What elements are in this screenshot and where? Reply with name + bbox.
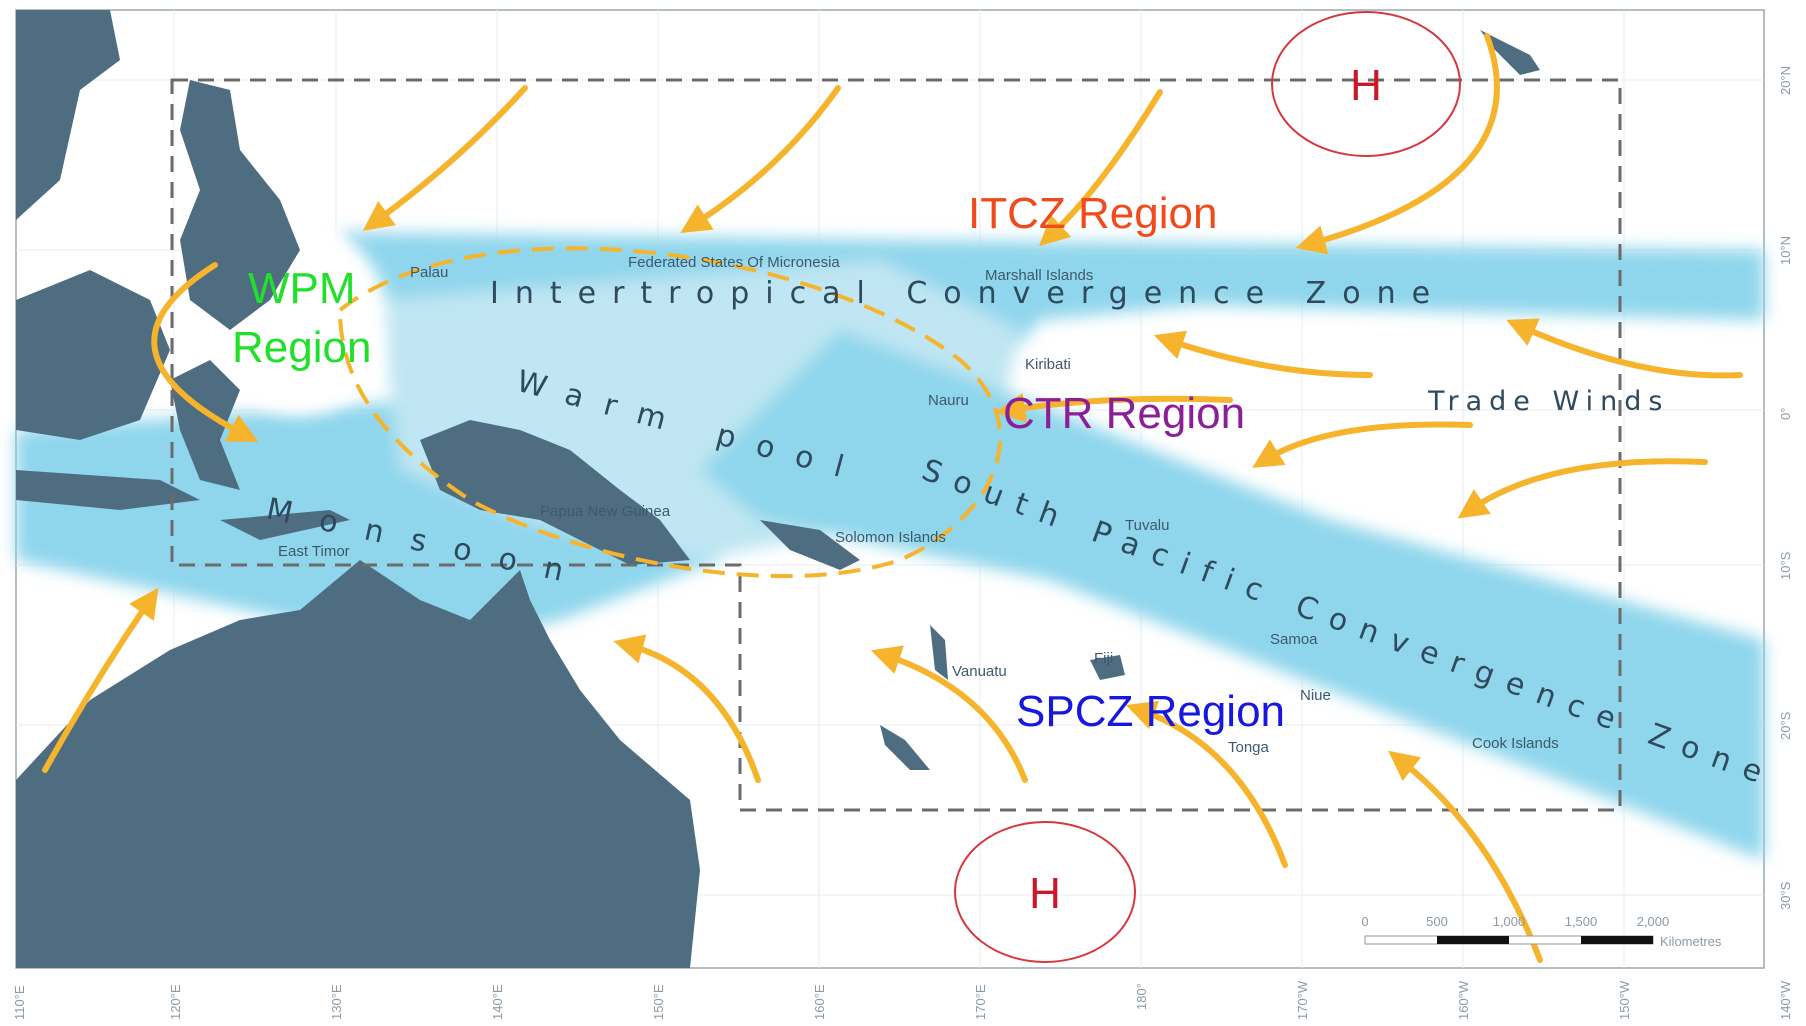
south-high-pressure-ring: [954, 821, 1136, 963]
wpm-region-label-line2: Region: [232, 323, 371, 372]
itcz-region-label: ITCZ Region: [968, 189, 1217, 238]
wind-arrow: [1038, 89, 1163, 247]
fiji-label: Fiji: [1094, 650, 1113, 667]
spcz-band: [700, 330, 1764, 860]
itcz-zone-label: Intertropical Convergence Zone: [490, 276, 1446, 311]
scale-bar: 0 500 1,000 1,500 2,000 Kilometres: [1361, 914, 1722, 949]
sulawesi-land: [170, 360, 240, 490]
wind-arrow: [42, 587, 159, 773]
longitude-tick: 140°E: [490, 984, 505, 1020]
scale-unit-label: Kilometres: [1660, 934, 1722, 949]
new-guinea-land: [420, 420, 690, 565]
marshall-islands-label: Marshall Islands: [985, 267, 1093, 284]
longitude-tick: 150°W: [1617, 980, 1632, 1020]
wind-arrow: [680, 85, 841, 234]
palau-label: Palau: [410, 264, 448, 281]
scale-label: 1,500: [1565, 914, 1598, 929]
longitude-tick: 130°E: [329, 984, 344, 1020]
latitude-tick: 10°S: [1778, 551, 1793, 580]
longitude-tick: 150°E: [651, 984, 666, 1020]
wind-arrow: [1252, 421, 1473, 468]
papua-new-guinea-label: Papua New Guinea: [540, 503, 671, 520]
vanuatu-label: Vanuatu: [952, 663, 1007, 680]
cook-islands-label: Cook Islands: [1472, 735, 1559, 752]
vanuatu-land: [930, 625, 948, 680]
wind-arrow: [1457, 458, 1708, 519]
wind-arrow: [1295, 33, 1500, 255]
australia-land: [16, 560, 700, 968]
longitude-tick: 170°E: [973, 984, 988, 1020]
kiribati-label: Kiribati: [1025, 356, 1071, 373]
sumatra-java-land: [16, 470, 200, 510]
warm-pool-outline: [337, 246, 1002, 579]
wind-arrow: [1506, 318, 1743, 379]
solomon-islands-land: [760, 520, 860, 570]
scale-label: 500: [1426, 914, 1448, 929]
wpm-region-label-line1: WPM: [248, 264, 356, 313]
east-timor-label: East Timor: [278, 543, 350, 560]
longitude-tick: 160°E: [812, 984, 827, 1020]
spcz-region-label: SPCZ Region: [1016, 687, 1285, 736]
latitude-ticks: 20°N 10°N 0° 10°S 20°S 30°S: [1778, 66, 1793, 910]
land-masses: [16, 10, 1540, 968]
longitude-tick: 180°: [1134, 983, 1149, 1010]
longitude-tick: 120°E: [168, 984, 183, 1020]
wind-arrow: [362, 85, 528, 231]
solomon-islands-label: Solomon Islands: [835, 529, 946, 546]
south-high-pressure-label: H: [1029, 869, 1061, 918]
ctr-region-label: CTR Region: [1003, 389, 1245, 438]
tonga-label: Tonga: [1228, 739, 1270, 756]
latitude-tick: 20°S: [1778, 711, 1793, 740]
wind-arrow: [613, 634, 761, 783]
latitude-tick: 0°: [1778, 408, 1793, 420]
place-labels: Palau Federated States Of Micronesia Mar…: [278, 254, 1559, 756]
nauru-label: Nauru: [928, 392, 969, 409]
longitude-tick: 110°E: [12, 985, 27, 1020]
wind-arrow: [151, 262, 259, 442]
fiji-land: [1090, 655, 1125, 680]
latitude-tick: 30°S: [1778, 881, 1793, 910]
tuvalu-label: Tuvalu: [1125, 517, 1169, 534]
wind-arrow: [1153, 330, 1373, 378]
wind-arrow: [995, 392, 1233, 423]
timor-land: [220, 510, 350, 540]
scale-label: 2,000: [1637, 914, 1670, 929]
trade-winds-label: Trade Winds: [1427, 386, 1669, 417]
micronesia-label: Federated States Of Micronesia: [628, 254, 840, 271]
samoa-label: Samoa: [1270, 631, 1318, 648]
wind-arrow: [1388, 750, 1543, 963]
north-high-pressure-label: H: [1350, 61, 1382, 110]
new-caledonia-land: [880, 725, 930, 770]
latitude-tick: 10°N: [1778, 236, 1793, 265]
longitude-tick: 170°W: [1295, 980, 1310, 1020]
southeast-asia-land: [16, 10, 120, 220]
wind-arrows: [42, 33, 1743, 963]
longitude-ticks: 110°E 120°E 130°E 140°E 150°E 160°E 170°…: [12, 980, 1793, 1020]
study-area-box: [170, 78, 1622, 812]
north-high-pressure-ring: [1271, 11, 1461, 157]
scale-label: 1,000: [1493, 914, 1526, 929]
wind-arrow: [1125, 700, 1288, 868]
longitude-tick: 160°W: [1456, 980, 1471, 1020]
borneo-land: [16, 270, 170, 440]
hawaii-land: [1480, 30, 1540, 75]
wind-arrow: [870, 645, 1028, 783]
longitude-tick: 140°W: [1778, 980, 1793, 1020]
scale-label: 0: [1361, 914, 1368, 929]
latitude-tick: 20°N: [1778, 66, 1793, 95]
niue-label: Niue: [1300, 687, 1331, 704]
